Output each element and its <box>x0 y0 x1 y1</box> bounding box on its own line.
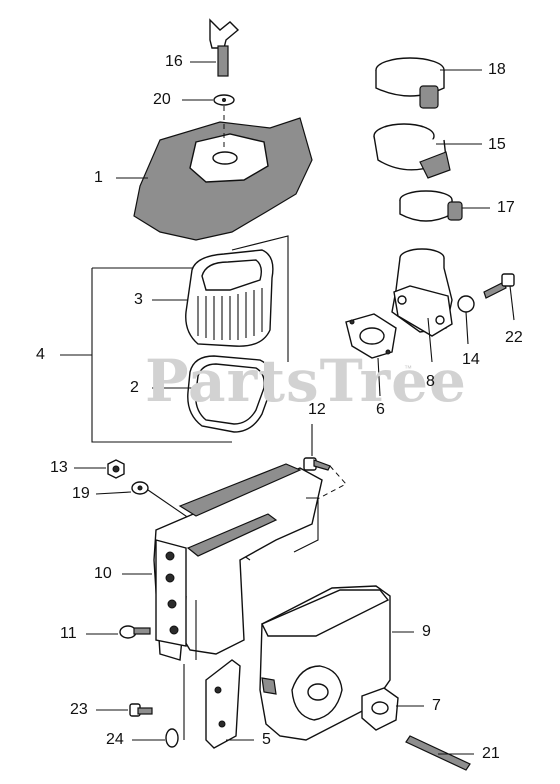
callout-12: 12 <box>308 401 326 418</box>
watermark-logo: PartsTree <box>145 347 467 415</box>
callout-20: 20 <box>153 91 171 108</box>
air-cleaner-cover-1[interactable] <box>116 106 313 241</box>
clamp-17[interactable] <box>399 190 490 222</box>
gasket-7[interactable] <box>361 687 424 731</box>
callout-22: 22 <box>505 329 523 346</box>
washer-20[interactable] <box>182 94 235 106</box>
washer-24[interactable] <box>132 728 179 748</box>
callout-17: 17 <box>497 199 515 216</box>
intake-elbow-8[interactable] <box>391 248 453 363</box>
callout-3: 3 <box>134 291 143 308</box>
callout-1: 1 <box>94 169 103 186</box>
callout-11: 11 <box>60 625 77 642</box>
callout-21: 21 <box>482 745 500 762</box>
callout-18: 18 <box>488 61 506 78</box>
elbow-hose-15[interactable] <box>373 123 482 179</box>
callout-2: 2 <box>130 379 139 396</box>
callout-5: 5 <box>262 731 271 748</box>
bolt-22[interactable] <box>483 273 515 321</box>
callout-16: 16 <box>165 53 183 70</box>
filter-pleats <box>197 288 263 340</box>
nut-13[interactable] <box>74 459 125 479</box>
wing-bolt-16[interactable] <box>190 18 240 77</box>
callout-15: 15 <box>488 136 506 153</box>
callout-24: 24 <box>106 731 124 748</box>
filter-element-3[interactable] <box>152 249 274 347</box>
callout-19: 19 <box>72 485 90 502</box>
clamp-18[interactable] <box>375 57 482 109</box>
pre-cleaner-2[interactable] <box>152 355 274 433</box>
callout-7: 7 <box>432 697 441 714</box>
callout-9: 9 <box>422 623 431 640</box>
cap-14[interactable] <box>457 295 475 345</box>
callout-13: 13 <box>50 459 68 476</box>
callout-14: 14 <box>462 351 480 368</box>
callout-8: 8 <box>426 373 435 390</box>
screw-23[interactable] <box>96 703 153 717</box>
callout-10: 10 <box>94 565 112 582</box>
screw-11[interactable] <box>86 625 151 639</box>
air-filter-group-bracket-4 <box>60 235 289 443</box>
callout-6: 6 <box>376 401 385 418</box>
bracket-plate-5[interactable] <box>183 600 254 749</box>
bolt-12[interactable] <box>289 424 347 521</box>
callout-23: 23 <box>70 701 88 718</box>
gasket-6[interactable] <box>345 313 397 397</box>
stud-21[interactable] <box>405 735 474 771</box>
trademark-mark: ™ <box>404 364 412 373</box>
callout-4: 4 <box>36 346 45 363</box>
